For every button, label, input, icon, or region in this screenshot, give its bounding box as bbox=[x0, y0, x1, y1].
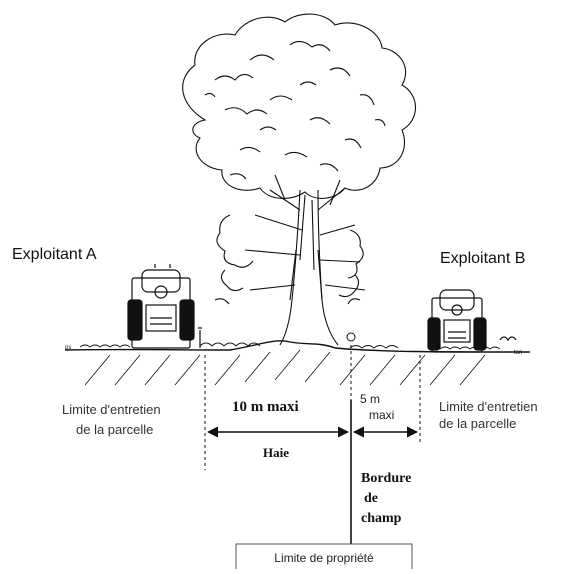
border-width-label-line1: 5 m bbox=[360, 392, 380, 406]
ground-line: ps ton bbox=[64, 340, 531, 386]
maintenance-right-line2: de la parcelle bbox=[439, 416, 516, 431]
tractor-left bbox=[127, 264, 202, 349]
boundary-marker bbox=[346, 332, 356, 342]
hedge-width-label: 10 m maxi bbox=[232, 399, 299, 415]
property-limit-label: Limite de propriété bbox=[274, 551, 374, 565]
maintenance-right-line1: Limite d'entretien bbox=[439, 399, 538, 414]
field-border-line2: de bbox=[364, 491, 378, 506]
svg-text:ps: ps bbox=[65, 345, 71, 351]
tractor-right bbox=[427, 289, 517, 353]
maintenance-left-line2: de la parcelle bbox=[76, 422, 153, 437]
field-border-line1: Bordure bbox=[361, 471, 411, 486]
hedge-label: Haie bbox=[263, 445, 289, 460]
border-width-label-line2: maxi bbox=[369, 408, 394, 422]
svg-text:ton: ton bbox=[514, 350, 522, 356]
maintenance-left-line1: Limite d'entretien bbox=[62, 402, 161, 417]
tree-drawing bbox=[182, 13, 416, 346]
farmer-a-label: Exploitant A bbox=[12, 246, 97, 263]
field-border-line3: champ bbox=[361, 511, 402, 526]
farmer-b-label: Exploitant B bbox=[440, 250, 525, 267]
